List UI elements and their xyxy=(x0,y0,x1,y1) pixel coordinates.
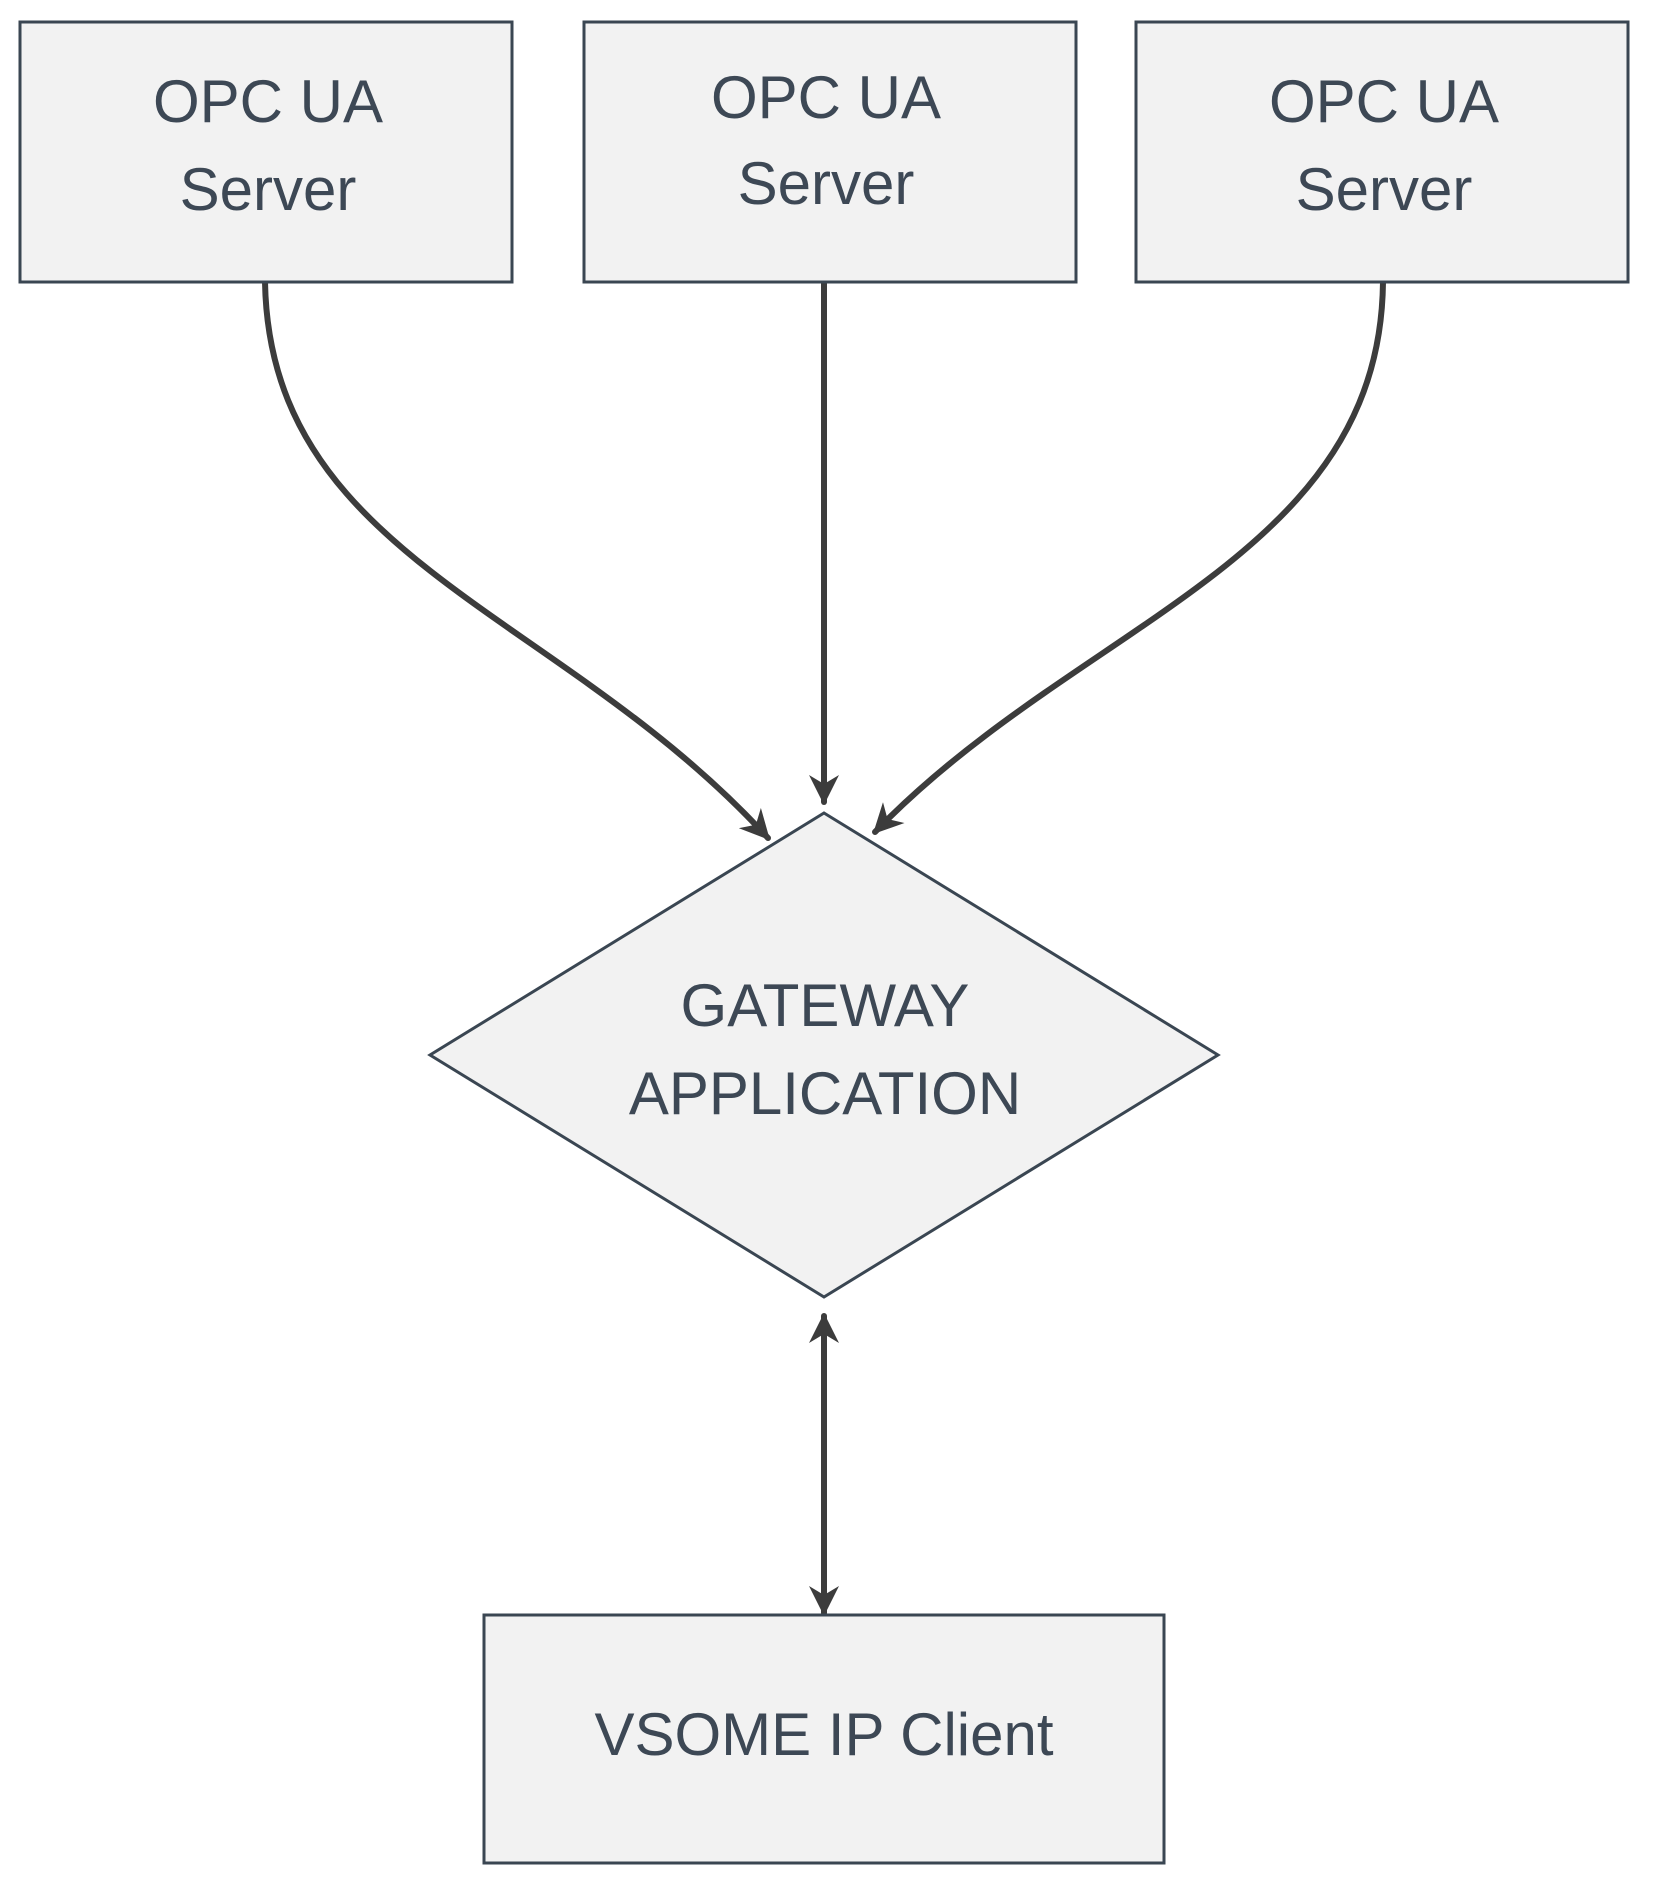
gateway-application-line2: APPLICATION xyxy=(629,1060,1021,1127)
opc-ua-server-1-line2: Server xyxy=(180,156,357,223)
vsome-ip-client-node: VSOME IP Client xyxy=(482,1613,1166,1865)
opc-ua-server-2-line1: OPC UA xyxy=(711,64,941,131)
edges xyxy=(262,279,1386,1616)
opc-ua-server-2-line2: Server xyxy=(738,150,915,217)
edge-server1-to-gateway xyxy=(262,279,771,841)
opc-ua-server-1-line1: OPC UA xyxy=(153,68,383,135)
opc-ua-server-3-line1: OPC UA xyxy=(1269,68,1499,135)
edge-server3-to-gateway xyxy=(872,279,1386,835)
gateway-application-node: GATEWAY APPLICATION xyxy=(427,811,1221,1299)
opc-ua-server-3-line2: Server xyxy=(1296,156,1473,223)
opc-ua-server-node-2: OPC UA Server xyxy=(582,20,1078,284)
gateway-application-line1: GATEWAY xyxy=(681,972,970,1039)
opc-ua-server-node-3: OPC UA Server xyxy=(1134,20,1630,284)
vsome-ip-client-box xyxy=(482,1613,1166,1865)
opc-ua-server-box-3 xyxy=(1134,20,1630,284)
opc-ua-server-box-2 xyxy=(582,20,1078,284)
opc-ua-server-node-1: OPC UA Server xyxy=(18,20,514,284)
opc-ua-server-box-1 xyxy=(18,20,514,284)
gateway-application-diamond xyxy=(427,811,1221,1299)
vsome-ip-client-label: VSOME IP Client xyxy=(594,1701,1053,1768)
